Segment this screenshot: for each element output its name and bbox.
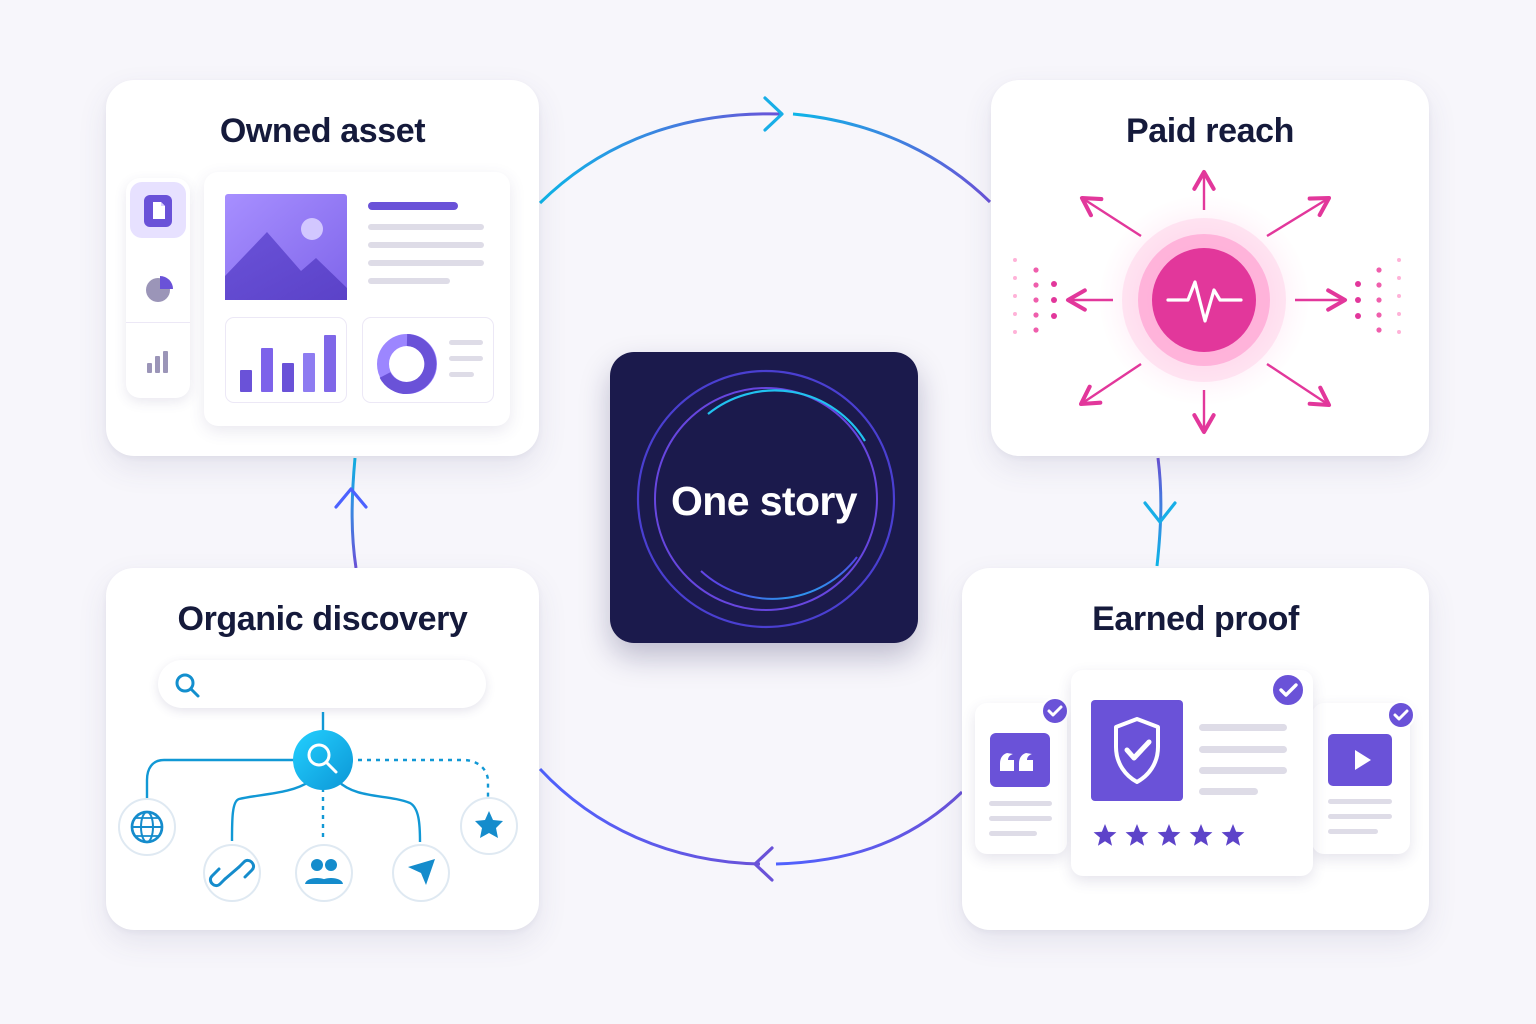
arrow-down-left <box>1078 363 1142 407</box>
pulse-icon <box>1166 280 1243 323</box>
send-node[interactable] <box>392 844 450 902</box>
owned-asset-title: Owned asset <box>219 112 426 150</box>
check-badge-icon <box>1271 673 1305 707</box>
proof-line <box>1199 767 1287 774</box>
legend-lines <box>449 340 483 377</box>
donut-chart-panel <box>362 317 494 403</box>
connector-left <box>350 457 358 569</box>
organic-discovery-card: Organic discovery <box>106 568 539 930</box>
arrow-bottom <box>753 846 774 882</box>
arrow-top <box>763 96 784 132</box>
star-node[interactable] <box>460 797 518 855</box>
earned-proof-card: Earned proof <box>962 568 1429 930</box>
check-badge-icon <box>1041 697 1069 725</box>
earned-proof-title: Earned proof <box>1092 600 1299 638</box>
sidebar-divider <box>126 322 190 323</box>
video-line <box>1328 799 1392 804</box>
search-bar[interactable] <box>158 660 486 708</box>
connector-bottom-right <box>775 790 964 866</box>
quote-line <box>989 816 1052 821</box>
content-lines <box>368 202 484 284</box>
rating-star <box>1125 824 1149 846</box>
owned-asset-card: Owned asset <box>106 80 539 456</box>
rating-star <box>1221 824 1245 846</box>
connector-bottom-left <box>538 767 761 866</box>
play-icon <box>1328 734 1392 786</box>
quote-line <box>989 831 1037 836</box>
bar-chart-icon <box>240 335 336 392</box>
globe-node[interactable] <box>118 798 176 856</box>
organic-discovery-title: Organic discovery <box>177 600 468 638</box>
proof-line <box>1199 788 1258 795</box>
network-line-left <box>145 758 296 799</box>
shield-proof-card <box>1071 670 1313 876</box>
search-icon <box>307 743 338 774</box>
proof-line <box>1199 746 1287 753</box>
signal-dots-right <box>1355 258 1401 334</box>
pulse-circle <box>1152 248 1256 352</box>
bar-chart-panel <box>225 317 347 403</box>
rating-stars <box>1093 824 1245 846</box>
bar-chart-icon <box>147 351 168 373</box>
signal-dots-left <box>1013 258 1057 334</box>
paid-reach-card: Paid reach <box>991 80 1429 456</box>
search-icon <box>175 673 200 698</box>
check-badge-icon <box>1387 701 1415 729</box>
quote-line <box>989 801 1052 806</box>
discovery-network <box>118 712 518 902</box>
connector-top <box>538 112 781 205</box>
arrow-up-left <box>1079 195 1142 238</box>
donut-chart-icon <box>377 334 437 394</box>
central-search-node <box>293 730 353 790</box>
one-story-hub: One story <box>610 352 918 643</box>
rating-star <box>1093 824 1117 846</box>
document-nav-item[interactable] <box>130 182 186 238</box>
quote-icon <box>990 733 1050 787</box>
rating-star <box>1157 824 1181 846</box>
link-node[interactable] <box>203 844 261 902</box>
network-line-link <box>230 780 311 842</box>
shield-check-icon <box>1091 700 1183 801</box>
owned-asset-dashboard <box>204 172 510 426</box>
arrow-down-right <box>1266 362 1332 408</box>
one-story-label: One story <box>671 478 858 524</box>
owned-asset-sidebar <box>126 178 190 398</box>
network-line-right <box>349 758 490 798</box>
hub-rings <box>636 369 896 629</box>
video-line <box>1328 814 1392 819</box>
image-icon <box>225 194 347 300</box>
proof-line <box>1199 724 1287 731</box>
connector-top-right <box>792 112 992 204</box>
users-node[interactable] <box>295 844 353 902</box>
paid-reach-broadcast <box>1013 169 1401 435</box>
paid-reach-title: Paid reach <box>1126 112 1294 150</box>
video-line <box>1328 829 1378 834</box>
video-proof-card <box>1312 703 1410 854</box>
connector-right <box>1155 457 1163 567</box>
bar-chart-nav-item[interactable] <box>130 332 186 388</box>
quote-proof-card <box>975 703 1067 854</box>
pie-chart-icon <box>146 276 173 302</box>
arrow-right <box>1143 501 1177 524</box>
arrow-up-right <box>1266 195 1332 238</box>
rating-star <box>1189 824 1213 846</box>
document-icon <box>144 195 172 227</box>
arrow-left <box>334 487 368 509</box>
network-line-send <box>337 780 422 843</box>
pie-chart-nav-item[interactable] <box>130 260 186 316</box>
